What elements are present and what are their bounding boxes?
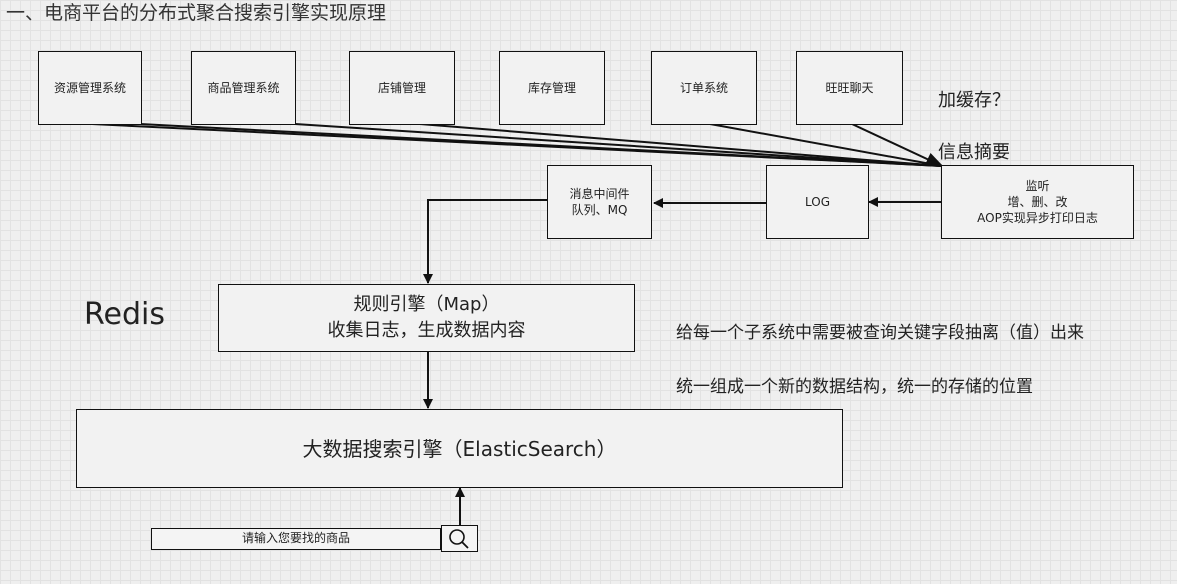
search-button[interactable] (441, 525, 478, 552)
edge-chat-to-monitor (851, 123, 944, 167)
edge-shop-to-monitor (294, 123, 943, 167)
cache-note-line2: 信息摘要 (938, 142, 1010, 163)
edge-stock-to-monitor (419, 123, 943, 167)
subsystem-wangwang-chat: 旺旺聊天 (796, 51, 903, 125)
monitor-box: 监听 增、删、改 AOP实现异步打印日志 (941, 165, 1134, 239)
elasticsearch-box: 大数据搜索引擎（ElasticSearch） (76, 409, 843, 488)
mq-line2: 队列、MQ (571, 203, 628, 217)
edge-order-to-monitor (709, 123, 943, 167)
subsystem-stock-management: 库存管理 (499, 51, 605, 125)
subsystem-shop-management: 店铺管理 (349, 51, 455, 125)
redis-label: Redis (84, 297, 165, 332)
monitor-line3: AOP实现异步打印日志 (977, 211, 1098, 225)
subsystem-order-system: 订单系统 (651, 51, 757, 125)
mq-line1: 消息中间件 (569, 187, 630, 201)
edge-resource-to-monitor (91, 123, 943, 167)
rules-line1: 规则引擎（Map） (353, 294, 500, 315)
page-title: 一、电商平台的分布式聚合搜索引擎实现原理 (6, 2, 387, 24)
description-line2: 统一组成一个新的数据结构，统一的存储的位置 (676, 377, 1033, 397)
search-input[interactable]: 请输入您要找的商品 (151, 528, 441, 550)
rules-line2: 收集日志，生成数据内容 (327, 320, 526, 341)
edge-goods-to-monitor (139, 123, 943, 167)
log-box: LOG (766, 165, 869, 239)
description-line1: 给每一个子系统中需要被查询关键字段抽离（值）出来 (676, 323, 1084, 343)
subsystem-goods-management: 商品管理系统 (191, 51, 296, 125)
cache-note: 加缓存？ 信息摘要 (938, 62, 1010, 192)
search-icon (449, 529, 469, 549)
monitor-title: 监听 (1025, 179, 1050, 193)
subsystem-resource-management: 资源管理系统 (38, 51, 142, 125)
monitor-line2: 增、删、改 (1007, 195, 1068, 209)
cache-note-line1: 加缓存？ (938, 90, 1010, 111)
rules-engine-box: 规则引擎（Map） 收集日志，生成数据内容 (218, 284, 635, 352)
description-note: 给每一个子系统中需要被查询关键字段抽离（值）出来 统一组成一个新的数据结构，统一… (676, 293, 1084, 428)
mq-box: 消息中间件 队列、MQ (547, 165, 652, 239)
edge-mq-to-rules (423, 199, 547, 284)
